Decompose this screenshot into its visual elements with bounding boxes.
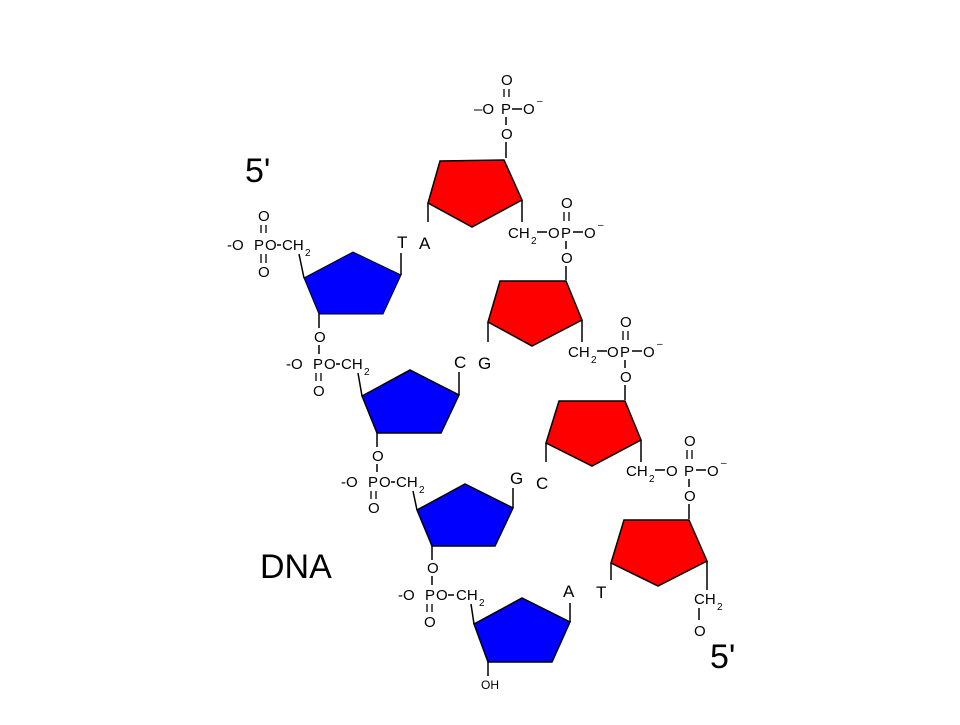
left-phosphate-3: O -O P O CH 2 O	[341, 448, 425, 517]
nucleobase-label: G	[478, 354, 491, 373]
right-phosphate-2: O P O – O	[561, 195, 604, 280]
right-top-phosphate: O –O P O – O	[474, 72, 543, 158]
phosphorus-atom: P	[684, 463, 694, 480]
ch2-group: CH	[694, 591, 716, 608]
deoxyribose-sugar	[473, 597, 571, 663]
phosphorus-atom: P	[561, 225, 571, 242]
bridging-oxygen: O	[548, 225, 560, 242]
ch2-group: CH	[456, 587, 478, 604]
deoxyribose-sugar	[361, 369, 460, 434]
bridging-oxygen: O	[265, 237, 277, 254]
phosphate-oxygen: O	[684, 433, 696, 450]
nucleobase-label: A	[563, 582, 575, 601]
bridging-oxygen: O	[436, 587, 448, 604]
linking-oxygen: O	[372, 448, 384, 465]
phosphate-left-oxygen: –O	[474, 101, 494, 118]
nucleobase-label: T	[397, 233, 407, 252]
linking-oxygen: O	[427, 560, 439, 577]
phosphate-right-oxygen: O	[523, 101, 535, 118]
bridging-oxygen: O	[666, 463, 678, 480]
phosphate-right-oxygen: O	[584, 225, 596, 242]
ch2-subscript: 2	[717, 602, 723, 613]
phosphate-bottom-oxygen: O	[313, 383, 325, 400]
phosphate-oxygen: O	[561, 195, 573, 212]
dna-label: DNA	[260, 548, 332, 586]
five-prime-label-top: 5'	[245, 152, 270, 190]
deoxyribose-sugar	[610, 519, 708, 587]
nucleobase-label: C	[454, 353, 466, 372]
ch2-group: CH	[341, 356, 363, 373]
bridging-oxygen: O	[607, 344, 619, 361]
deoxyribose-sugar	[487, 280, 583, 347]
phosphate-bottom-oxygen: O	[258, 264, 270, 281]
ch2-group: CH	[508, 225, 530, 242]
negative-charge: –	[537, 96, 543, 107]
phosphate-left-oxygen: -O	[341, 474, 358, 491]
phosphate-left-oxygen: -O	[286, 356, 303, 373]
phosphate-bottom-oxygen: O	[684, 488, 696, 505]
bridging-oxygen: O	[379, 474, 391, 491]
deoxyribose-sugar	[545, 400, 642, 467]
left-phosphate-4: O -O P O CH 2 O	[398, 560, 485, 631]
phosphate-oxygen: O	[501, 72, 513, 89]
five-prime-label-bottom: 5'	[710, 638, 735, 676]
phosphate-bottom-oxygen: O	[424, 614, 436, 631]
phosphate-bottom-oxygen: O	[561, 250, 573, 267]
negative-charge: –	[657, 339, 663, 350]
ch2-subscript: 2	[591, 355, 597, 366]
phosphate-bottom-oxygen: O	[368, 500, 380, 517]
phosphorus-atom: P	[501, 101, 511, 118]
phosphate-oxygen: O	[258, 208, 270, 225]
right-phosphate-4: O P O – O	[684, 433, 727, 519]
bridging-oxygen: O	[324, 356, 336, 373]
ch2-group: CH	[282, 237, 304, 254]
nucleobase-label: T	[596, 583, 606, 602]
ch2-subscript: 2	[649, 474, 655, 485]
left-phosphate-2: O -O P O CH 2 O	[286, 329, 370, 400]
deoxyribose-sugar	[416, 483, 514, 547]
phosphate-left-oxygen: -O	[227, 237, 244, 254]
nucleobase-label: A	[419, 234, 431, 253]
left-phosphate-1: O -O P O CH 2 O	[227, 208, 311, 281]
phosphate-right-oxygen: O	[707, 463, 719, 480]
phosphorus-atom: P	[368, 474, 378, 491]
phosphorus-atom: P	[313, 356, 323, 373]
deoxyribose-sugar	[427, 159, 523, 228]
phosphorus-atom: P	[620, 344, 630, 361]
ch2-subscript: 2	[419, 485, 425, 496]
phosphate-bottom-oxygen: O	[501, 126, 513, 143]
phosphate-left-oxygen: -O	[398, 587, 415, 604]
phosphate-right-oxygen: O	[643, 344, 655, 361]
terminal-hydroxyl: OH	[481, 678, 499, 692]
negative-charge: –	[721, 458, 727, 469]
negative-charge: –	[598, 220, 604, 231]
terminal-oxygen: O	[694, 623, 706, 640]
ch2-group: CH	[396, 474, 418, 491]
ch2-subscript: 2	[364, 367, 370, 378]
ch2-group: CH	[626, 463, 648, 480]
ch2-subscript: 2	[531, 236, 537, 247]
linking-oxygen: O	[314, 329, 326, 346]
ch2-subscript: 2	[479, 598, 485, 609]
right-phosphate-3: O P O – O	[620, 314, 663, 400]
ch2-subscript: 2	[305, 248, 311, 259]
phosphate-bottom-oxygen: O	[620, 369, 632, 386]
phosphorus-atom: P	[254, 237, 264, 254]
phosphorus-atom: P	[425, 587, 435, 604]
phosphate-oxygen: O	[620, 314, 632, 331]
deoxyribose-sugar	[303, 251, 402, 315]
nucleobase-label: G	[510, 469, 523, 488]
ch2-group: CH	[568, 344, 590, 361]
nucleobase-label: C	[536, 474, 548, 493]
